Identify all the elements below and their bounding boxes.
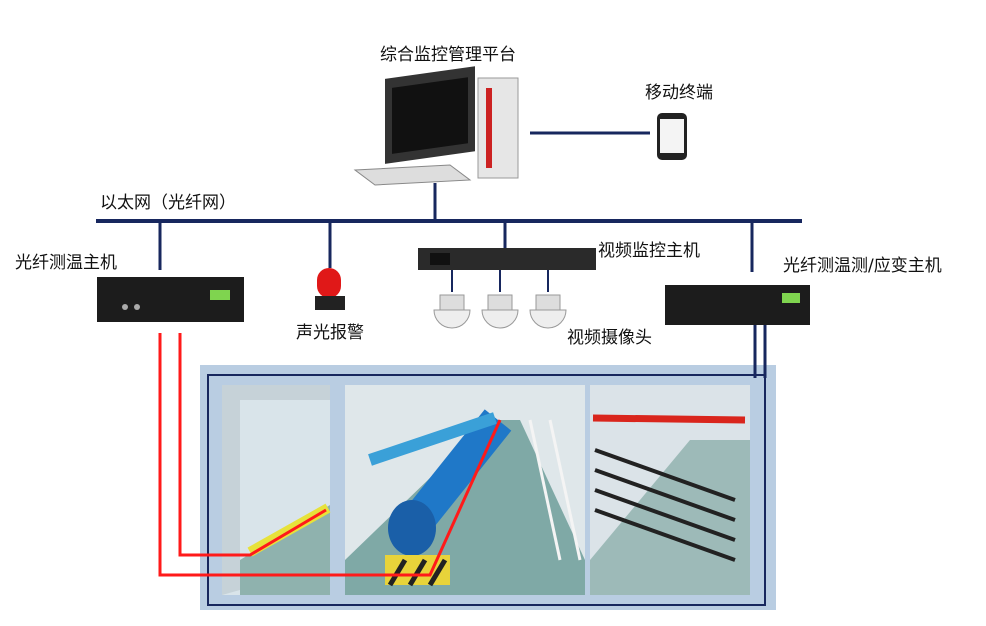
- mobile-phone-icon: [657, 113, 687, 160]
- alarm-light-icon: [315, 268, 345, 310]
- platform-label: 综合监控管理平台: [380, 45, 516, 65]
- tunnel-image: [200, 365, 776, 610]
- alarm-label: 声光报警: [296, 323, 364, 343]
- video-host-label: 视频监控主机: [598, 241, 700, 261]
- network-label: 以太网（光纤网）: [100, 193, 236, 213]
- strain-host-device: [665, 285, 810, 325]
- camera-label: 视频摄像头: [567, 328, 652, 348]
- mobile-label: 移动终端: [645, 83, 713, 103]
- camera-icon: [433, 309, 471, 329]
- camera-icon: [529, 309, 567, 329]
- strain-host-label: 光纤测温测/应变主机: [783, 256, 942, 276]
- fiber-lines: [158, 333, 502, 577]
- video-host-device: [418, 248, 596, 270]
- bus-drops: [158, 131, 767, 378]
- camera-icon: [481, 309, 519, 329]
- camera-icons: [451, 270, 549, 292]
- temp-host-label: 光纤测温主机: [15, 253, 117, 273]
- temp-host-device: [97, 277, 244, 322]
- computer-icon: [353, 66, 519, 186]
